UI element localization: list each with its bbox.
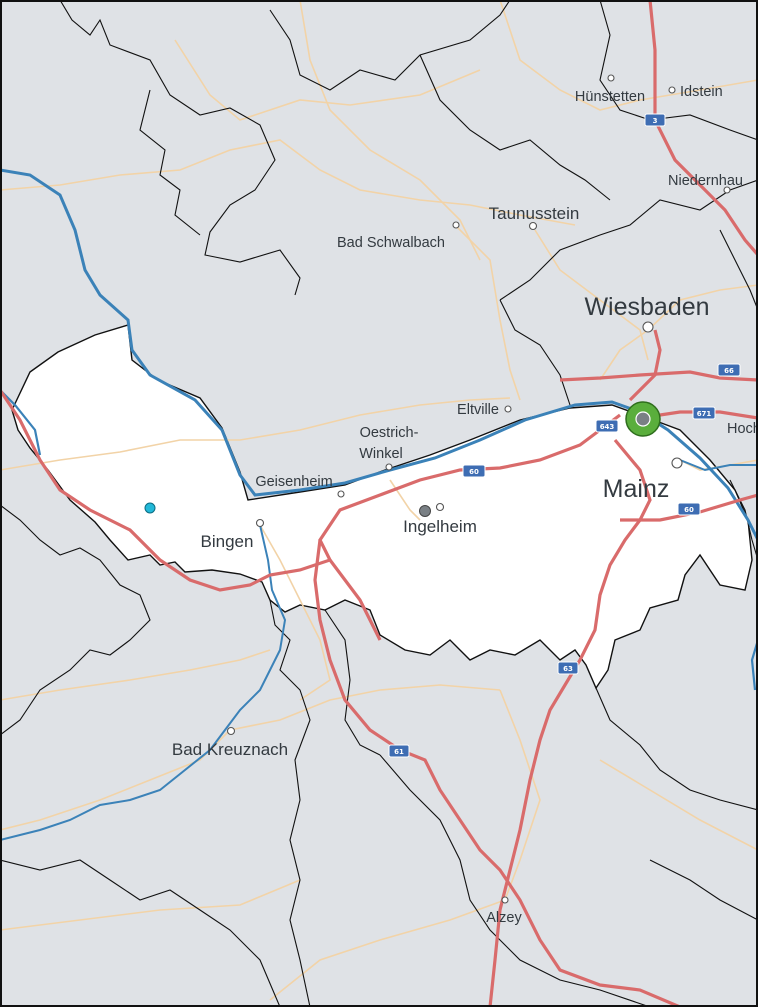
label-oestrich-winkel-line1: Oestrich-	[360, 425, 419, 441]
label-huenstetten: Hünstetten	[575, 89, 645, 105]
city-dot-huenstetten[interactable]	[607, 74, 615, 82]
label-alzey: Alzey	[486, 910, 522, 926]
label-oestrich-winkel-line2: Winkel	[359, 446, 403, 462]
city-dot-mainz[interactable]	[671, 457, 683, 469]
svg-text:66: 66	[724, 367, 734, 375]
shield-a60-west: 60	[462, 464, 486, 478]
svg-text:3: 3	[653, 117, 658, 125]
label-taunusstein: Taunusstein	[489, 204, 580, 223]
svg-text:61: 61	[394, 748, 404, 756]
label-bingen: Bingen	[201, 532, 254, 551]
highlighted-region[interactable]	[11, 324, 753, 690]
label-ingelheim: Ingelheim	[403, 517, 477, 536]
svg-text:60: 60	[684, 506, 694, 514]
city-dot-geisenheim[interactable]	[337, 490, 345, 498]
city-dot-taunusstein[interactable]	[528, 221, 538, 231]
city-dot-idstein[interactable]	[668, 86, 676, 94]
label-eltville: Eltville	[457, 402, 499, 418]
city-dot-bad-schwalbach[interactable]	[452, 221, 460, 229]
poi-marker-icon[interactable]	[144, 502, 156, 514]
map-labels: Hünstetten Idstein Niedernhau Taunusstei…	[172, 84, 758, 926]
label-niedernhausen: Niedernhau	[668, 173, 743, 189]
city-dot-wiesbaden[interactable]	[642, 321, 654, 333]
shield-a671: 671	[692, 406, 716, 420]
svg-text:671: 671	[697, 410, 712, 418]
shield-a66: 66	[717, 363, 741, 377]
label-geisenheim: Geisenheim	[255, 474, 332, 490]
city-dot-oestrich-winkel[interactable]	[385, 463, 393, 471]
svg-text:60: 60	[469, 468, 479, 476]
selected-location-icon[interactable]	[625, 401, 661, 437]
shield-a3: 3	[644, 113, 666, 127]
svg-text:63: 63	[563, 665, 573, 673]
city-dot-ingelheim[interactable]	[435, 502, 445, 512]
shield-a643: 643	[595, 419, 619, 433]
city-dot-bad-kreuznach[interactable]	[226, 726, 236, 736]
shield-a63: 63	[557, 661, 579, 675]
label-bad-kreuznach: Bad Kreuznach	[172, 740, 288, 759]
label-mainz: Mainz	[603, 475, 670, 503]
ingelheim-marker-icon[interactable]	[419, 505, 431, 517]
city-dot-eltville[interactable]	[504, 405, 512, 413]
city-dot-niedernhausen[interactable]	[723, 186, 731, 194]
shield-a60-east: 60	[677, 502, 701, 516]
city-markers	[226, 74, 731, 904]
label-idstein: Idstein	[680, 84, 723, 100]
city-dot-bingen[interactable]	[255, 518, 265, 528]
label-wiesbaden: Wiesbaden	[584, 293, 709, 321]
svg-text:643: 643	[600, 423, 615, 431]
shield-a61: 61	[388, 744, 410, 758]
label-hoch: Hoch	[727, 421, 758, 437]
highway-shields: 3 66 643 671 60 60 63 61	[388, 113, 741, 758]
label-bad-schwalbach: Bad Schwalbach	[337, 235, 445, 251]
city-dot-alzey[interactable]	[501, 896, 509, 904]
